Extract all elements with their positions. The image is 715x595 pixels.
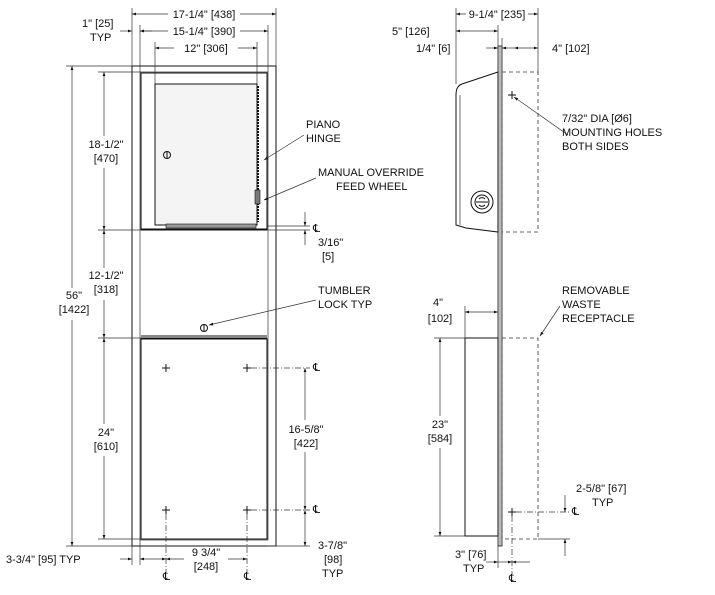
callout-tumbler-2: LOCK TYP — [318, 299, 372, 311]
inner-cabinet — [139, 71, 269, 541]
towel-slot — [165, 223, 257, 229]
dim-hole-bottom-mm: [98] — [324, 554, 342, 566]
dim-width-mid: 15-1/4" [390] — [173, 26, 236, 38]
feed-wheel — [254, 189, 261, 205]
dim-height-top-mm: [470] — [94, 153, 118, 165]
dim-height-mid-mm: [318] — [94, 284, 118, 296]
dim-flange-typ: TYP — [90, 32, 111, 44]
waste-receptacle — [464, 337, 499, 537]
cl-side-hole: ℄ — [571, 506, 579, 518]
side-dimensions: 9-1/4" [235] 5" [126] 1/4" [6] 4" [102] … — [392, 6, 626, 585]
dim-hole-bottom-typ: TYP — [322, 568, 343, 580]
callout-waste-3: RECEPTACLE — [562, 313, 635, 325]
dim-hole-horizontal: 9 3/4" — [192, 547, 220, 559]
dim-side-inset: 3-3/4" [95] TYP — [6, 554, 81, 566]
dim-flange: 1" [25] — [82, 18, 113, 30]
cl-gap: ℄ — [312, 223, 320, 235]
front-view — [131, 65, 310, 572]
dim-height-bottom: 24" — [98, 427, 114, 439]
dim-height-mid: 12-1/2" — [88, 270, 123, 282]
callout-mounting-2: MOUNTING HOLES — [562, 127, 662, 139]
dispenser-frame — [140, 72, 268, 230]
dim-bottom-offset: 3" [76] — [455, 549, 486, 561]
callout-mounting-1: 7/32" DIA [Ø6] — [562, 113, 632, 125]
dim-height-top: 18-1/2" — [88, 139, 123, 151]
cl-bot-left: ℄ — [162, 571, 170, 583]
side-view — [455, 45, 570, 574]
dim-waste-height-mm: [584] — [428, 433, 452, 445]
dim-waste-height: 23" — [432, 419, 448, 431]
dim-hole-vertical-mm: [422] — [294, 438, 318, 450]
dim-bottom-offset-typ: TYP — [463, 563, 484, 575]
dim-hole-edge-typ: TYP — [592, 497, 613, 509]
callout-override-1: MANUAL OVERRIDE — [318, 167, 424, 179]
dim-hole-edge: 2-5/8" [67] — [576, 483, 626, 495]
callout-mounting-3: BOTH SIDES — [562, 141, 629, 153]
cl-bot-right: ℄ — [243, 571, 251, 583]
door-lock-icon — [163, 151, 171, 159]
callout-waste-1: REMOVABLE — [562, 285, 630, 297]
feed-wheel-icon — [470, 190, 494, 214]
callout-piano-hinge-2: HINGE — [306, 133, 341, 145]
mounting-hole-markers — [162, 364, 251, 514]
dim-recess: 4" [102] — [552, 43, 590, 55]
front-dimensions: 17-1/4" [438] 15-1/4" [390] 12" [306] 1"… — [6, 6, 347, 583]
waste-door — [140, 338, 268, 540]
callout-tumbler-1: TUMBLER — [318, 285, 371, 297]
dim-height-overall: 56" — [66, 290, 82, 302]
dim-width-door: 12" [306] — [184, 43, 228, 55]
dim-recess-low-mm: [102] — [428, 313, 452, 325]
front-callouts: PIANO HINGE MANUAL OVERRIDE FEED WHEEL T… — [208, 119, 424, 326]
dim-hole-bottom: 3-7/8" — [318, 540, 347, 552]
dim-hole-horizontal-mm: [248] — [194, 561, 218, 573]
dim-depth-top: 5" [126] — [392, 26, 430, 38]
cl-hole-top: ℄ — [312, 362, 320, 374]
side-callouts: 7/32" DIA [Ø6] MOUNTING HOLES BOTH SIDES… — [513, 96, 662, 337]
callout-piano-hinge-1: PIANO — [306, 119, 341, 131]
dim-gap: 3/16" — [318, 237, 343, 249]
tumbler-lock-icon — [200, 324, 208, 332]
dim-depth-overall: 9-1/4" [235] — [469, 9, 526, 21]
dim-recess-low: 4" — [433, 297, 443, 309]
callout-override-2: FEED WHEEL — [336, 181, 408, 193]
side-mounting-hole-marker — [508, 91, 516, 516]
cl-side-bottom: ℄ — [508, 573, 516, 585]
dim-gap-mm: [5] — [322, 251, 334, 263]
dim-height-overall-mm: [1422] — [59, 304, 90, 316]
dim-width-overall: 17-1/4" [438] — [173, 9, 236, 21]
dim-flange-thickness: 1/4" [6] — [416, 43, 450, 55]
dim-hole-vertical: 16-5/8" — [288, 424, 323, 436]
cl-hole-bottom: ℄ — [312, 504, 320, 516]
dim-height-bottom-mm: [610] — [94, 441, 118, 453]
callout-waste-2: WASTE — [562, 299, 601, 311]
